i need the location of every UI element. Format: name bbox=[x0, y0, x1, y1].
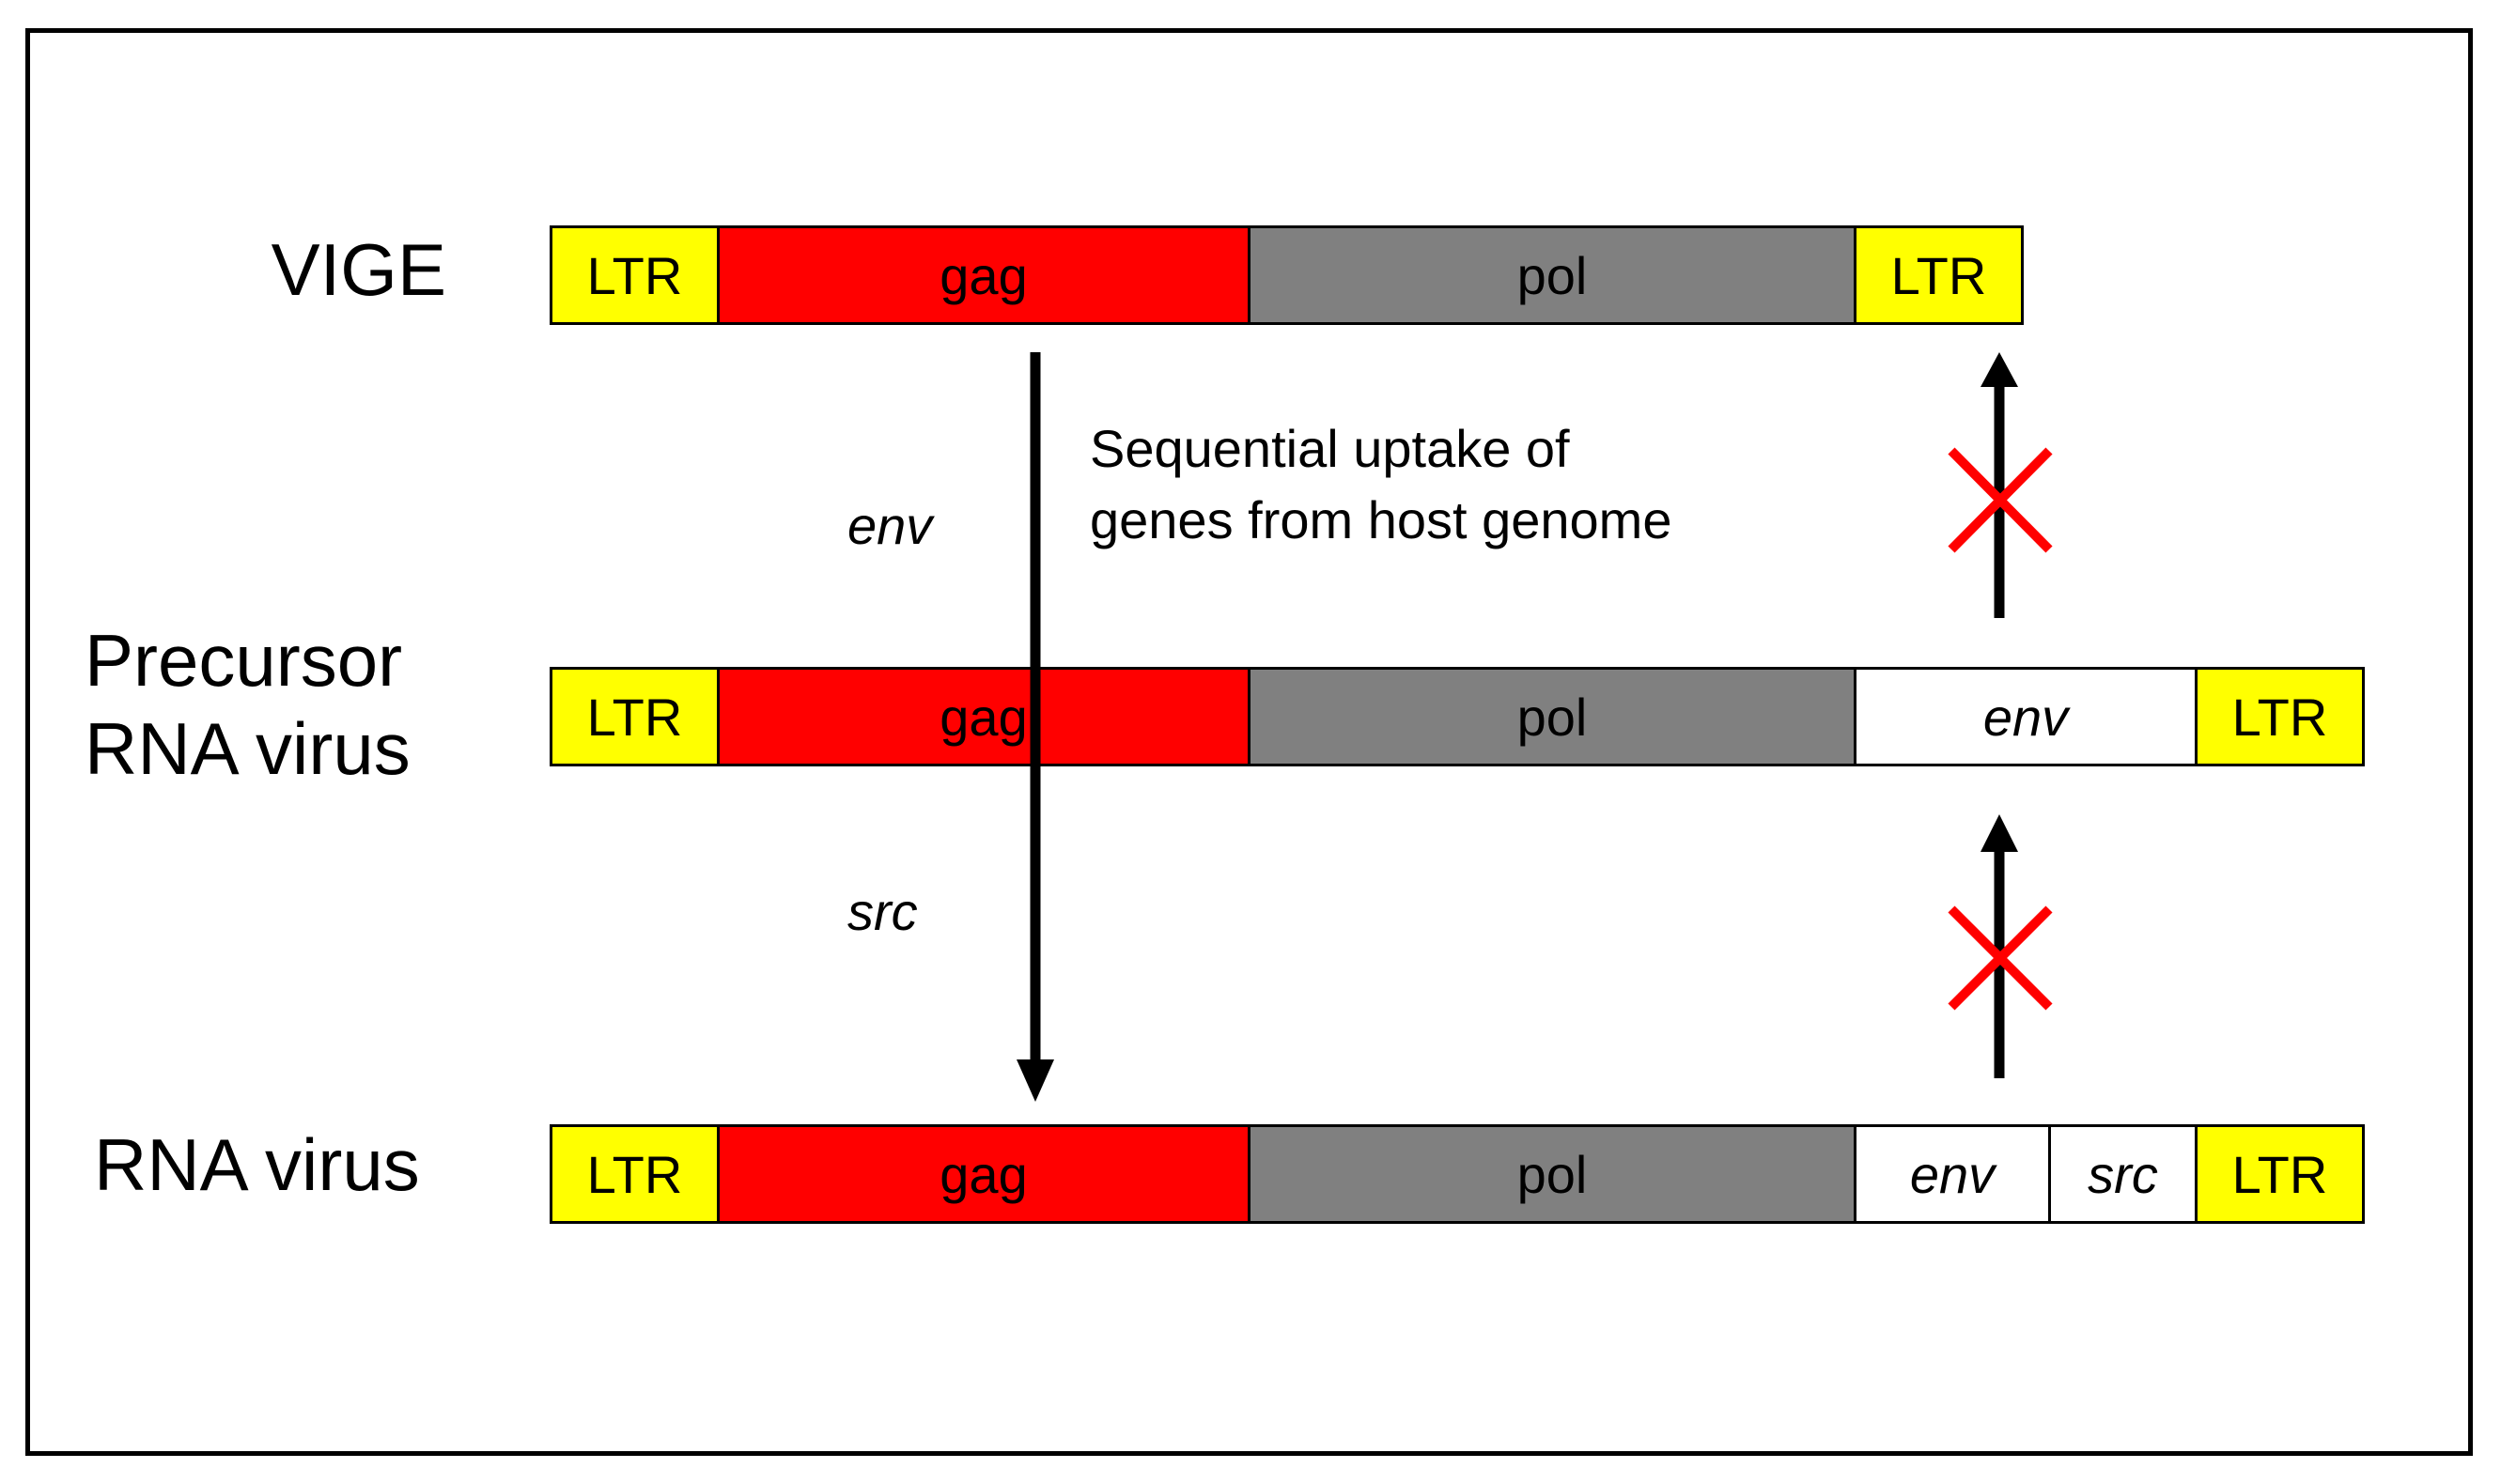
row-label-precursor-rna-virus: Precursor RNA virus bbox=[85, 619, 411, 790]
diagram-frame bbox=[25, 28, 2473, 1456]
ltr-segment: LTR bbox=[1854, 225, 2024, 325]
env-segment: env bbox=[1854, 667, 2198, 766]
genome-bar-rna-virus: LTR gag pol env src LTR bbox=[550, 1124, 2365, 1224]
gag-segment: gag bbox=[717, 1124, 1250, 1224]
genome-bar-precursor: LTR gag pol env LTR bbox=[550, 667, 2365, 766]
env-step-label: env bbox=[847, 496, 933, 555]
env-segment: env bbox=[1854, 1124, 2051, 1224]
pol-segment: pol bbox=[1248, 1124, 1856, 1224]
sequential-uptake-description: Sequential uptake of genes from host gen… bbox=[1090, 419, 1672, 549]
block-cross-icon bbox=[1948, 447, 2053, 553]
block-cross-icon bbox=[1948, 905, 2053, 1011]
down-arrow bbox=[1017, 352, 1054, 1102]
ltr-segment: LTR bbox=[550, 667, 720, 766]
src-step-label: src bbox=[847, 882, 918, 941]
row-label-rna-virus: RNA virus bbox=[94, 1123, 420, 1206]
ltr-segment: LTR bbox=[550, 1124, 720, 1224]
genome-bar-vige: LTR gag pol LTR bbox=[550, 225, 2024, 325]
gag-segment: gag bbox=[717, 225, 1250, 325]
row-label-vige: VIGE bbox=[271, 228, 446, 311]
pol-segment: pol bbox=[1248, 225, 1856, 325]
src-segment: src bbox=[2048, 1124, 2198, 1224]
ltr-segment: LTR bbox=[2195, 667, 2365, 766]
ltr-segment: LTR bbox=[2195, 1124, 2365, 1224]
gag-segment: gag bbox=[717, 667, 1250, 766]
pol-segment: pol bbox=[1248, 667, 1856, 766]
